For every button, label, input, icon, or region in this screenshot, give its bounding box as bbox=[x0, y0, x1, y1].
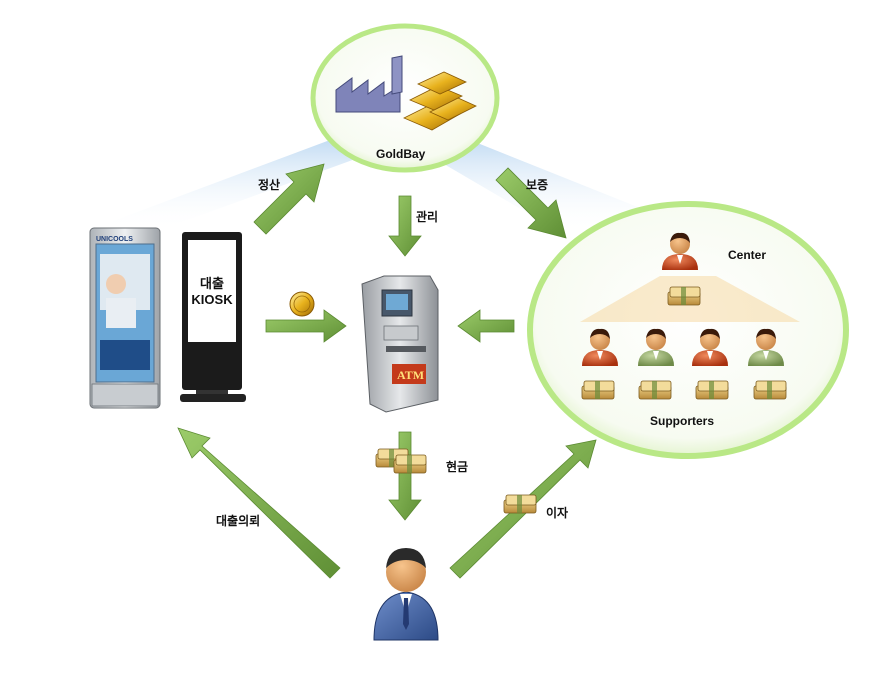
money-stack-icon bbox=[581, 380, 615, 400]
goldbay-label: GoldBay bbox=[376, 147, 426, 161]
money-stack-icon bbox=[667, 286, 701, 306]
arrow-cash bbox=[388, 431, 422, 521]
fridge-brand: UNICOOLS bbox=[96, 236, 133, 243]
kiosk-label-line1: 대출 bbox=[200, 276, 224, 291]
money-stack-icon bbox=[638, 380, 672, 400]
center-label: Center bbox=[728, 248, 767, 262]
kiosk-icon bbox=[180, 232, 246, 402]
atm-icon: ATM bbox=[361, 275, 439, 413]
kiosk-label: 대출 KIOSK bbox=[184, 276, 240, 308]
interest-money-icon bbox=[503, 494, 537, 514]
arrow-kiosk-to-atm bbox=[265, 309, 347, 343]
light-beam-left bbox=[100, 140, 380, 230]
money-stack-icon bbox=[695, 380, 729, 400]
atm-label: ATM bbox=[397, 368, 424, 382]
arrow-loan-request bbox=[177, 427, 341, 579]
arrow-settlement bbox=[253, 163, 325, 235]
money-stack-icon bbox=[753, 380, 787, 400]
customer-person-icon bbox=[373, 548, 439, 641]
interest-label: 이자 bbox=[546, 506, 569, 520]
management-label: 관리 bbox=[416, 210, 439, 224]
arrow-guarantee bbox=[495, 167, 567, 239]
loan-request-label: 대출의뢰 bbox=[216, 514, 261, 528]
supporters-label: Supporters bbox=[650, 414, 715, 428]
arrow-management bbox=[388, 195, 422, 257]
cash-label: 현금 bbox=[446, 460, 469, 474]
arrow-center-to-atm bbox=[457, 309, 515, 343]
refrigerator-icon: UNICOOLS bbox=[89, 227, 161, 409]
gold-coin-icon bbox=[289, 291, 315, 317]
gold-bars-icon bbox=[403, 71, 477, 131]
settlement-label: 정산 bbox=[258, 178, 281, 192]
kiosk-label-line2: KIOSK bbox=[191, 292, 233, 307]
factory-icon bbox=[335, 55, 403, 113]
light-beam-right bbox=[420, 140, 660, 232]
goldbay-oval bbox=[310, 23, 500, 173]
guarantee-label: 보증 bbox=[526, 178, 549, 192]
cash-money-icon bbox=[393, 454, 427, 474]
